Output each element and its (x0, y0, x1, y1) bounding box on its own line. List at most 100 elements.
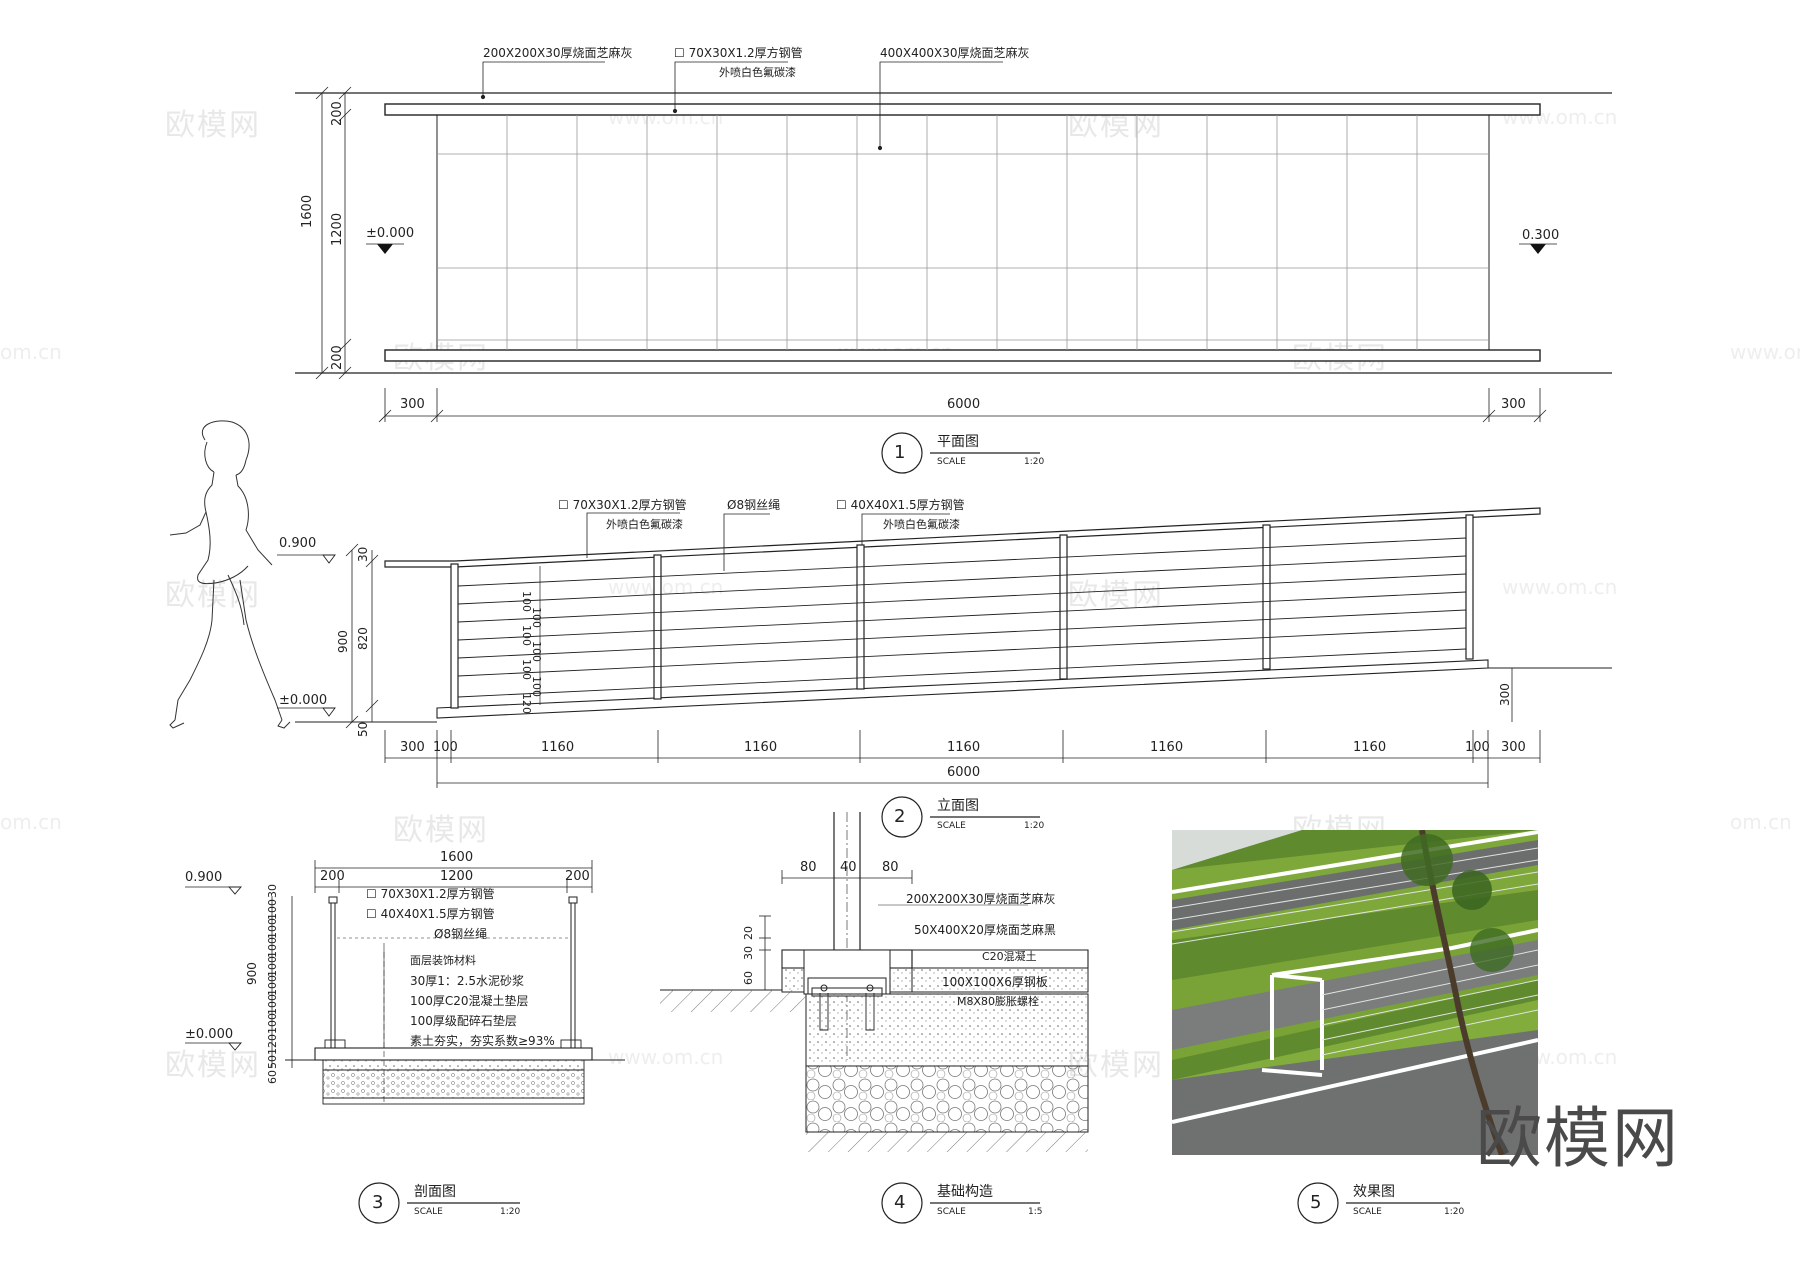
section-dim-right: 200 (565, 869, 590, 884)
elevation-level-bottom: ±0.000 (279, 693, 328, 708)
section-stack-label: 30 (266, 884, 279, 898)
elevation-dim-total: 900 (336, 630, 350, 653)
foundation-dim-label: 80 (882, 860, 899, 875)
section-caption-scale: 1:20 (500, 1207, 521, 1217)
plan-note-paving-large: 400X400X30厚烧面芝麻灰 (880, 46, 1030, 60)
plan-note-paving-small: 200X200X30厚烧面芝麻灰 (483, 46, 633, 60)
level-marker-icon (1530, 244, 1546, 254)
plan-dim-right: 300 (1501, 397, 1526, 412)
elevation-note-tube-70-text: 70X30X1.2厚方钢管 (572, 498, 687, 512)
plan-level-right: 0.300 (1522, 228, 1560, 243)
foundation-dim-label: 80 (800, 860, 817, 875)
section-dim-stack: 30 100 100 100 100 100 100 100 120 50 60 (266, 884, 288, 1084)
foundation-note: 100X100X6厚钢板 (942, 975, 1048, 989)
plan-paving-grid (437, 115, 1489, 350)
section-dim-left: 200 (320, 869, 345, 884)
plan-view (295, 61, 1612, 474)
elevation-dim-label: 1160 (541, 740, 575, 755)
plan-note-tube-paint: 外喷白色氟碳漆 (719, 66, 796, 79)
elevation-note-wire: Ø8钢丝绳 (727, 498, 781, 512)
render-caption-scale: 1:20 (1444, 1207, 1465, 1217)
foundation-caption-title: 基础构造 (937, 1184, 993, 1200)
elevation-dim-right: 300 (1498, 683, 1512, 706)
elevation-dim-total: 6000 (947, 765, 981, 780)
render-image (1172, 830, 1538, 1155)
plan-dim-mid: 1200 (330, 212, 345, 246)
elevation-dim-top: 30 (356, 546, 370, 562)
section-note-layer: 面层装饰材料 (410, 954, 476, 967)
human-scale-figure (169, 420, 291, 729)
elevation-dim-label: 100 (433, 740, 458, 755)
section-view (185, 860, 625, 1224)
section-note-layer: 30厚1：2.5水泥砂浆 (410, 974, 524, 988)
elevation-dim-label: 1160 (1150, 740, 1184, 755)
plan-level-left: ±0.000 (366, 226, 415, 241)
plan-caption-title: 平面图 (937, 434, 979, 450)
section-stack-label: 100 (266, 918, 279, 939)
plan-horizontal-dimension (378, 388, 1547, 423)
render-caption-title: 效果图 (1353, 1184, 1395, 1200)
section-level-top: 0.900 (185, 870, 223, 885)
plan-vertical-dimension (315, 86, 352, 380)
plan-dim-total: 1600 (300, 194, 315, 228)
elevation-dim-bottom: 50 (356, 721, 370, 737)
section-level-bottom: ±0.000 (185, 1027, 234, 1042)
render-illustration (1172, 830, 1538, 1155)
plan-note-tube-70: ☐ 70X30X1.2厚方钢管 (674, 46, 803, 60)
elevation-note-tube-40-paint: 外喷白色氟碳漆 (883, 518, 960, 531)
section-stack-label: 60 (266, 1070, 279, 1084)
elevation-level-top: 0.900 (279, 536, 317, 551)
foundation-dim-left: 30 (742, 946, 755, 960)
elevation-horizontal-dimension (384, 730, 1541, 788)
plan-caption-scale: 1:20 (1024, 457, 1045, 467)
elevation-caption-number: 2 (894, 806, 906, 827)
plan-caption-number: 1 (894, 442, 906, 463)
section-stack-label: 100 (266, 956, 279, 977)
elevation-vertical-dimension (345, 543, 1513, 729)
plan-dim-mid: 6000 (947, 397, 981, 412)
elevation-caption-scale-label: SCALE (937, 821, 966, 831)
elevation-dim-label: 1160 (744, 740, 778, 755)
section-dim-height: 900 (245, 962, 259, 985)
foundation-note: M8X80膨胀螺栓 (957, 995, 1040, 1008)
foundation-caption-scale: 1:5 (1028, 1207, 1043, 1217)
section-note-layer: 100厚级配碎石垫层 (410, 1014, 517, 1028)
elevation-note-tube-paint: 外喷白色氟碳漆 (606, 518, 683, 531)
section-caption-scale-label: SCALE (414, 1207, 443, 1217)
elevation-caption-title: 立面图 (937, 798, 979, 814)
plan-dim-top: 200 (330, 101, 345, 126)
wire-spacing-label: 120 (520, 693, 533, 714)
section-stack-label: 50 (266, 1055, 279, 1069)
section-note-layer: 素土夯实，夯实系数≥93% (410, 1034, 555, 1048)
foundation-caption-scale-label: SCALE (937, 1207, 966, 1217)
render-caption-number: 5 (1310, 1192, 1322, 1213)
section-dim-mid: 1200 (440, 869, 474, 884)
section-stack-label: 100 (266, 994, 279, 1015)
section-left-dimension (271, 896, 293, 1068)
section-note-tube-40: ☐ 40X40X1.5厚方钢管 (366, 907, 495, 921)
foundation-note: 200X200X30厚烧面芝麻灰 (906, 892, 1056, 906)
plan-dim-left: 300 (400, 397, 425, 412)
section-note-tube-70-text: 70X30X1.2厚方钢管 (380, 887, 495, 901)
brand-logo: 欧模网 (1476, 1100, 1680, 1177)
elevation-note-tube-70: ☐ 70X30X1.2厚方钢管 (558, 498, 687, 512)
elevation-wire-spacing: 100 100 100 100 100 100 120 (520, 563, 555, 714)
section-stack-label: 100 (266, 899, 279, 920)
section-note-tube-40-text: 40X40X1.5厚方钢管 (380, 907, 495, 921)
section-note-layer: 100厚C20混凝土垫层 (410, 994, 529, 1008)
elevation-note-tube-40-text: 40X40X1.5厚方钢管 (850, 498, 965, 512)
foundation-top-dimension (781, 870, 913, 884)
foundation-detail (660, 812, 1089, 1224)
elevation-dim-mid: 820 (356, 627, 370, 650)
plan-dim-bottom: 200 (330, 345, 345, 370)
section-dim-total: 1600 (440, 850, 474, 865)
render-caption-scale-label: SCALE (1353, 1207, 1382, 1217)
foundation-note: C20混凝土 (982, 950, 1037, 963)
elevation-dim-label: 300 (400, 740, 425, 755)
foundation-note: 50X400X20厚烧面芝麻黑 (914, 923, 1056, 937)
elevation-dim-label: 1160 (1353, 740, 1387, 755)
foundation-dim-label: 40 (840, 860, 857, 875)
level-marker-icon (377, 244, 393, 254)
